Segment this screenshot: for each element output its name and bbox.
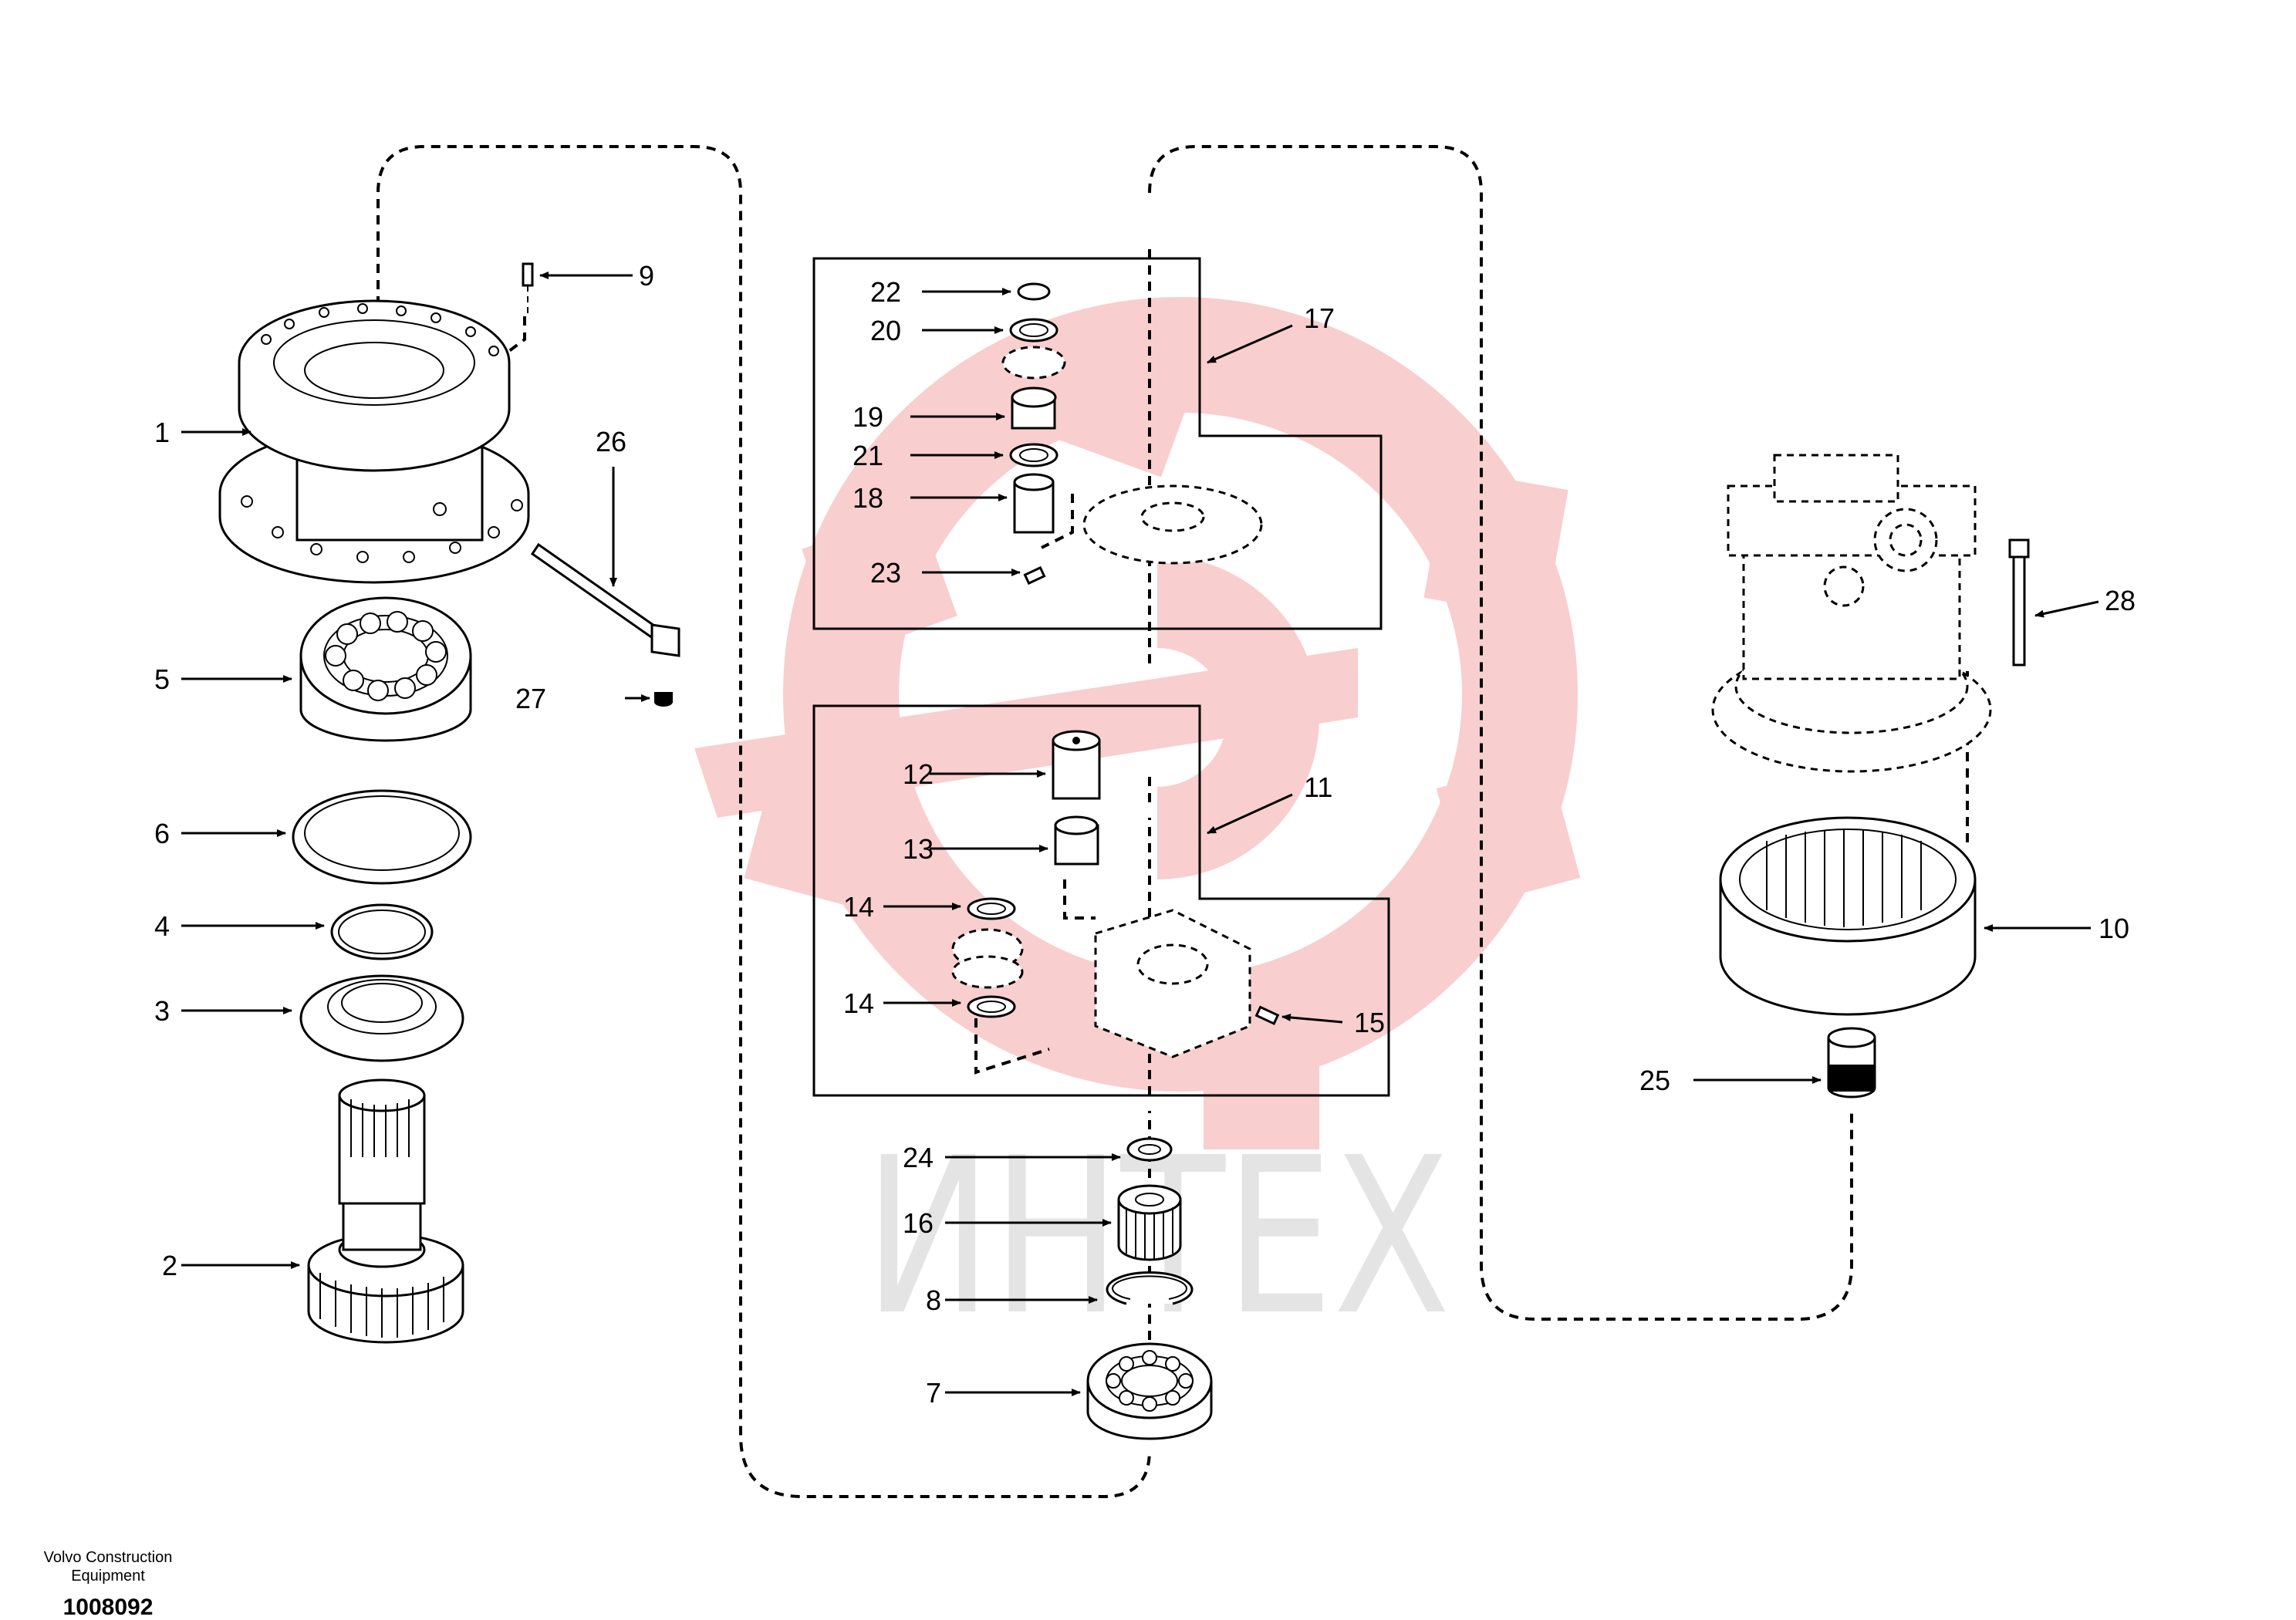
- part-6-ring: [292, 789, 472, 885]
- callout-9: 9: [639, 260, 654, 292]
- callout-1: 1: [154, 417, 170, 448]
- subassembly-11-box: [812, 704, 1390, 1097]
- part-16-sun-gear: [1117, 1184, 1182, 1261]
- company-name-line1: Volvo Construction: [44, 1549, 173, 1566]
- part-14-washer-b: [967, 995, 1016, 1018]
- callout-11: 11: [1304, 771, 1332, 803]
- drawing-number: 1008092: [63, 1595, 154, 1620]
- callout-15: 15: [1354, 1007, 1385, 1038]
- callout-3: 3: [154, 995, 170, 1027]
- part-5-bearing: [299, 596, 472, 742]
- callout-12: 12: [903, 758, 934, 790]
- part-25-pinion: [1827, 1027, 1876, 1099]
- part-20-washer: [1009, 318, 1059, 343]
- part-2-pinion-shaft: [307, 1078, 464, 1344]
- part-27-cap: [654, 692, 673, 707]
- assembly-path-lines: [376, 145, 1969, 1498]
- part-4-snap-ring: [330, 903, 434, 960]
- planet-gear-ghost-1: [1001, 346, 1066, 380]
- callout-25: 25: [1639, 1065, 1670, 1096]
- swing-motor-ghost: [1711, 454, 1992, 773]
- callout-2: 2: [162, 1250, 177, 1281]
- callout-labels: 1 9 26 27 5 6 4 3 2 22 20 17 19 21 18 23…: [154, 260, 2136, 1409]
- part-8-snap-ring: [1106, 1271, 1194, 1305]
- callout-16: 16: [903, 1207, 934, 1239]
- callout-28: 28: [2105, 585, 2136, 616]
- callout-22: 22: [870, 276, 901, 308]
- callout-7: 7: [926, 1377, 941, 1409]
- subassembly-17-box: [812, 257, 1383, 630]
- part-28-bolt: [2008, 538, 2030, 667]
- callout-4: 4: [154, 910, 170, 942]
- part-26-gauge-rod: [530, 542, 680, 657]
- subassembly-17-parts: [1001, 282, 1263, 586]
- callout-24: 24: [903, 1142, 934, 1173]
- callout-23: 23: [870, 557, 901, 589]
- part-22-ring: [1017, 282, 1051, 301]
- callout-14-b: 14: [843, 987, 874, 1019]
- callout-10: 10: [2098, 913, 2129, 944]
- callout-21: 21: [853, 440, 883, 471]
- callout-17: 17: [1304, 302, 1335, 334]
- part-24-washer: [1126, 1137, 1173, 1162]
- part-14-washer-a: [967, 897, 1016, 920]
- leader-lines: [181, 272, 2099, 1396]
- callout-8: 8: [926, 1284, 941, 1316]
- callout-13: 13: [903, 833, 934, 865]
- callout-5: 5: [154, 663, 170, 695]
- part-23-pin: [1023, 565, 1046, 586]
- subassembly-11-parts: [951, 730, 1280, 1058]
- company-name-line2: Equipment: [71, 1568, 145, 1585]
- part-21-washer: [1009, 443, 1059, 467]
- callout-20: 20: [870, 315, 901, 346]
- part-10-ring-gear: [1719, 816, 1977, 1016]
- callout-18: 18: [853, 482, 883, 514]
- part-3-seal: [299, 974, 464, 1062]
- part-7-bearing: [1086, 1342, 1213, 1440]
- callout-6: 6: [154, 818, 170, 849]
- callout-26: 26: [596, 426, 626, 457]
- part-9-plug: [522, 262, 534, 316]
- callout-27: 27: [515, 683, 546, 714]
- callout-14-a: 14: [843, 891, 874, 923]
- part-1-housing: [218, 299, 530, 584]
- callout-19: 19: [853, 401, 883, 433]
- part-15-pin: [1254, 1005, 1280, 1025]
- footer: Volvo Construction Equipment 1008092: [44, 1549, 173, 1620]
